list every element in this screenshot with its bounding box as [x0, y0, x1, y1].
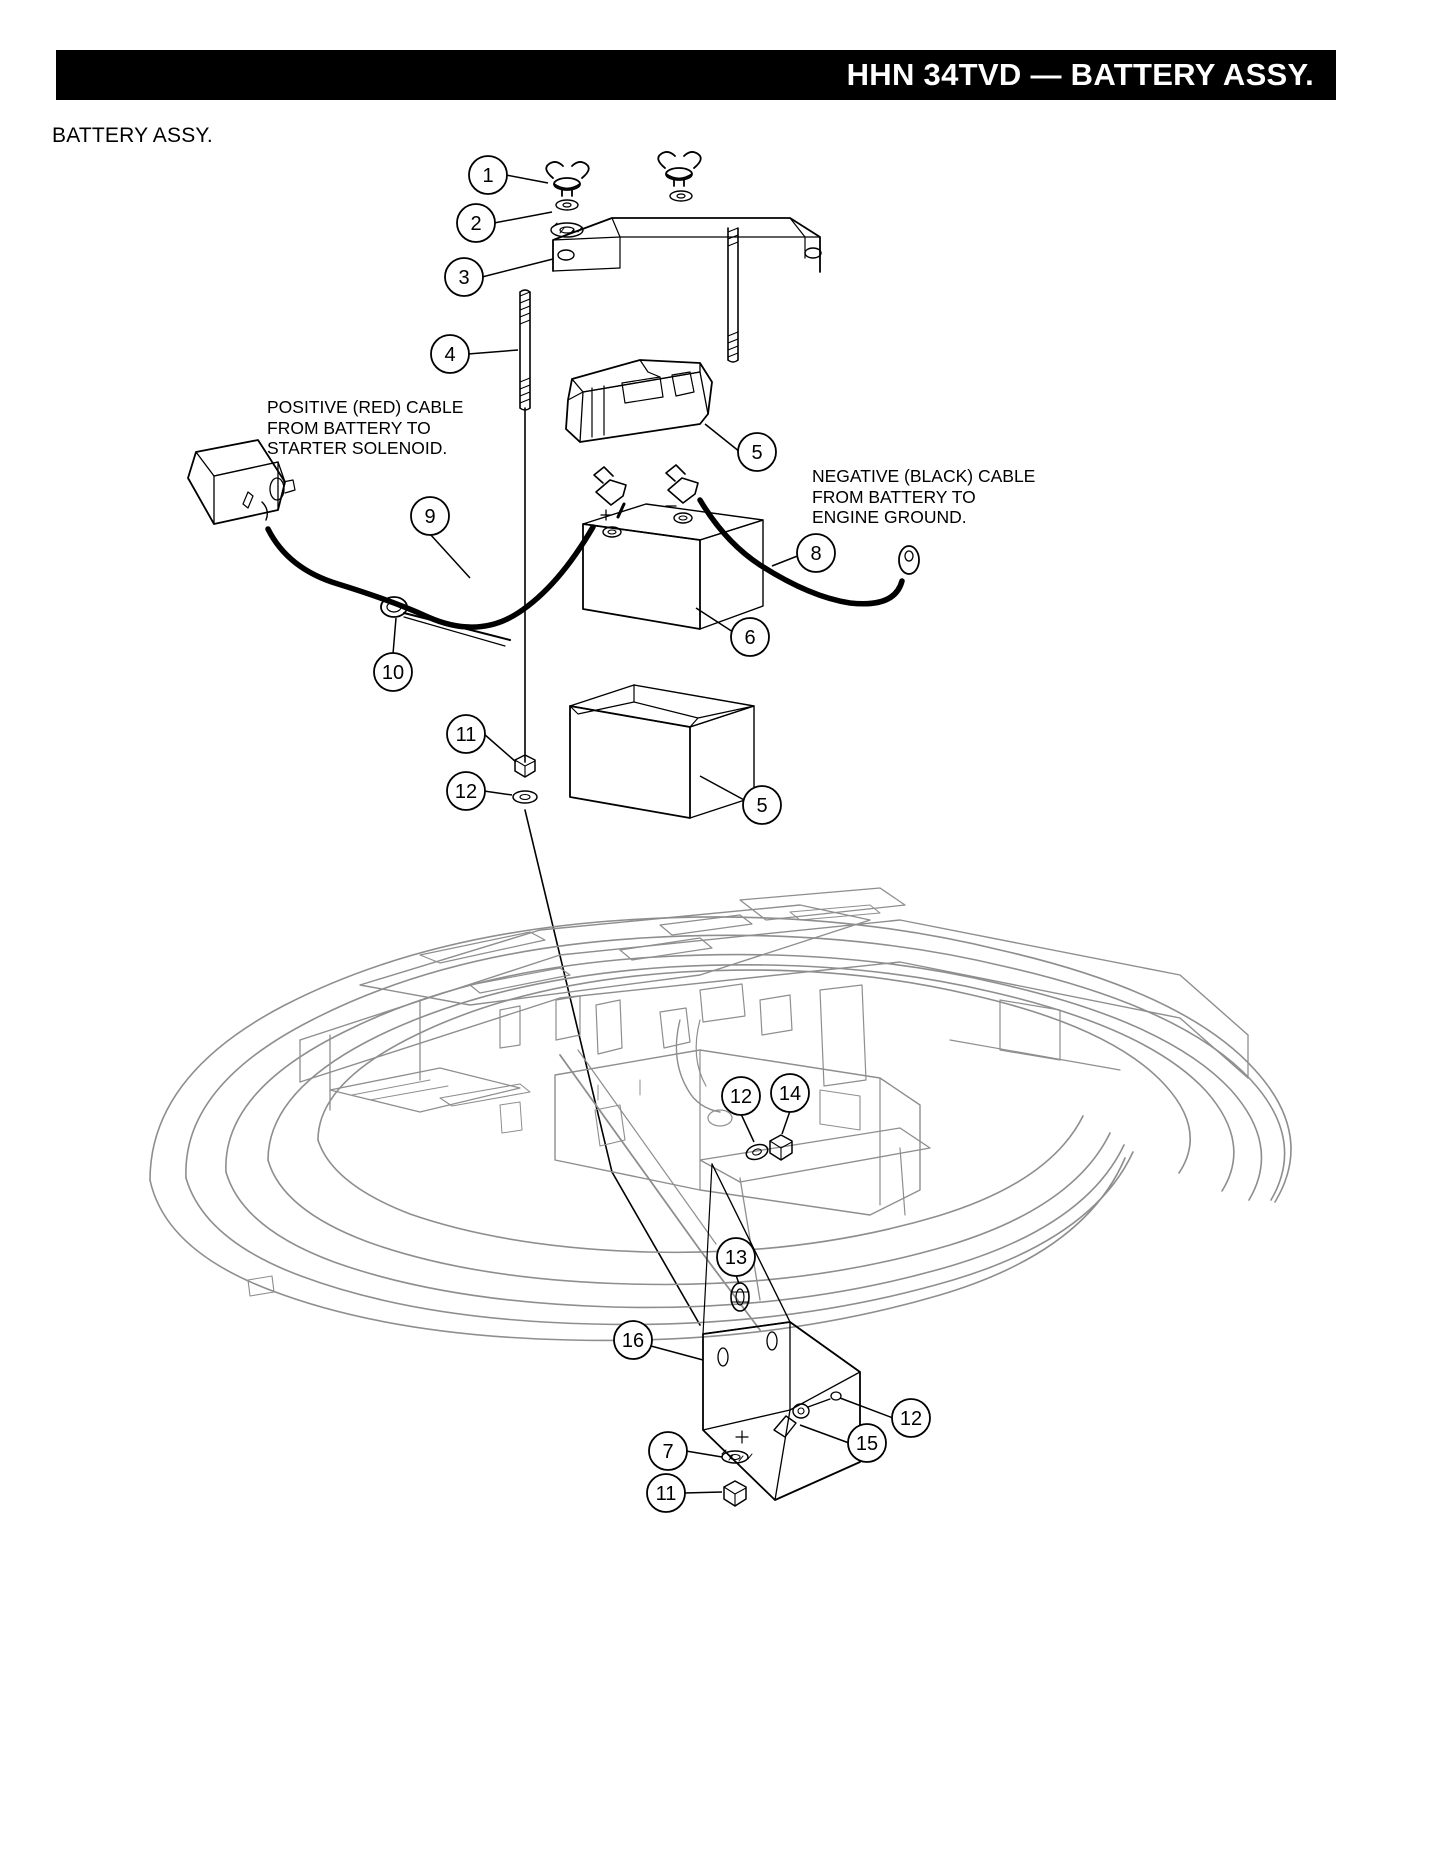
callout-16: 16	[613, 1320, 653, 1360]
wing-nut-left	[545, 161, 590, 197]
hold-down-bracket	[552, 217, 822, 273]
callout-label: 12	[730, 1086, 752, 1108]
battery-tray-bracket	[702, 1163, 861, 1501]
leader-lines	[392, 174, 894, 1494]
callout-label: 11	[656, 1483, 677, 1505]
callout-label: 10	[382, 662, 404, 684]
callout-13: 13	[716, 1237, 756, 1277]
hold-down-rod-right	[727, 227, 739, 363]
callout-label: 1	[482, 165, 493, 187]
rod-lower-leader-2	[611, 1171, 701, 1326]
negative-cable-note: NEGATIVE (BLACK) CABLE FROM BATTERY TO E…	[812, 466, 1036, 527]
callout-3: 3	[444, 257, 484, 297]
mower-deck-outline	[149, 887, 1292, 1342]
callout-5-cover: 5	[737, 432, 777, 472]
cable-tie	[380, 596, 511, 647]
washer-mid	[745, 1143, 769, 1161]
callout-8: 8	[796, 533, 836, 573]
callout-12-upper: 12	[446, 771, 486, 811]
section-title: BATTERY ASSY.	[52, 124, 213, 147]
hex-nut-mid	[769, 1134, 793, 1161]
callout-label: 12	[900, 1408, 922, 1430]
header-bar: HHN 34TVD — BATTERY ASSY.	[56, 50, 1336, 100]
callout-10: 10	[373, 652, 413, 692]
washer-upper	[512, 790, 538, 804]
callout-12-lower: 12	[891, 1398, 931, 1438]
hex-nut-bottom	[723, 1480, 747, 1507]
battery-box	[569, 684, 755, 819]
hold-down-rod-left	[519, 289, 531, 411]
positive-cable-note: POSITIVE (RED) CABLE FROM BATTERY TO STA…	[267, 397, 464, 458]
callout-label: 14	[779, 1083, 801, 1105]
callout-label: 5	[756, 795, 767, 817]
callout-label: 15	[856, 1433, 878, 1455]
hex-nut-upper	[514, 754, 536, 778]
callout-label: 16	[622, 1330, 644, 1352]
washer-right	[669, 190, 693, 202]
wing-nut-right	[657, 151, 702, 187]
callout-label: 6	[744, 627, 755, 649]
callout-7: 7	[648, 1431, 688, 1471]
callout-label: 13	[725, 1247, 747, 1269]
callout-label: 3	[458, 267, 469, 289]
callout-1: 1	[468, 155, 508, 195]
positive-cable-terminal	[593, 466, 627, 519]
callout-5-box: 5	[742, 785, 782, 825]
carriage-bolt	[773, 1391, 842, 1438]
callout-4: 4	[430, 334, 470, 374]
lock-washer-left	[550, 222, 584, 238]
callout-15: 15	[847, 1423, 887, 1463]
negative-cable-ring-terminal	[898, 545, 920, 575]
page-title: HHN 34TVD — BATTERY ASSY.	[846, 57, 1314, 92]
callout-group: 1 2 3 4 5 9 8	[373, 155, 931, 1513]
washer-bottom	[721, 1449, 753, 1464]
callout-label: 8	[810, 543, 821, 565]
battery	[582, 503, 764, 630]
callout-label: 7	[662, 1441, 673, 1463]
callout-label: 2	[470, 213, 481, 235]
callout-12-mid: 12	[721, 1076, 761, 1116]
negative-cable	[697, 497, 905, 607]
callout-label: 4	[444, 344, 455, 366]
washer-left	[555, 199, 579, 211]
callout-6: 6	[730, 617, 770, 657]
rod-lower-leader	[524, 809, 613, 1173]
callout-11-upper: 11	[446, 714, 486, 754]
callout-9: 9	[410, 496, 450, 536]
starter-solenoid	[187, 439, 296, 525]
positive-cable	[265, 524, 596, 630]
callout-label: 11	[456, 724, 477, 746]
callout-11-lower: 11	[646, 1473, 686, 1513]
callout-14: 14	[770, 1073, 810, 1113]
callout-label: 5	[751, 442, 762, 464]
callout-label: 9	[424, 506, 435, 528]
negative-cable-terminal	[665, 464, 699, 504]
battery-cover	[565, 359, 713, 443]
callout-label: 12	[455, 781, 477, 803]
grommet	[730, 1282, 750, 1312]
callout-2: 2	[456, 203, 496, 243]
